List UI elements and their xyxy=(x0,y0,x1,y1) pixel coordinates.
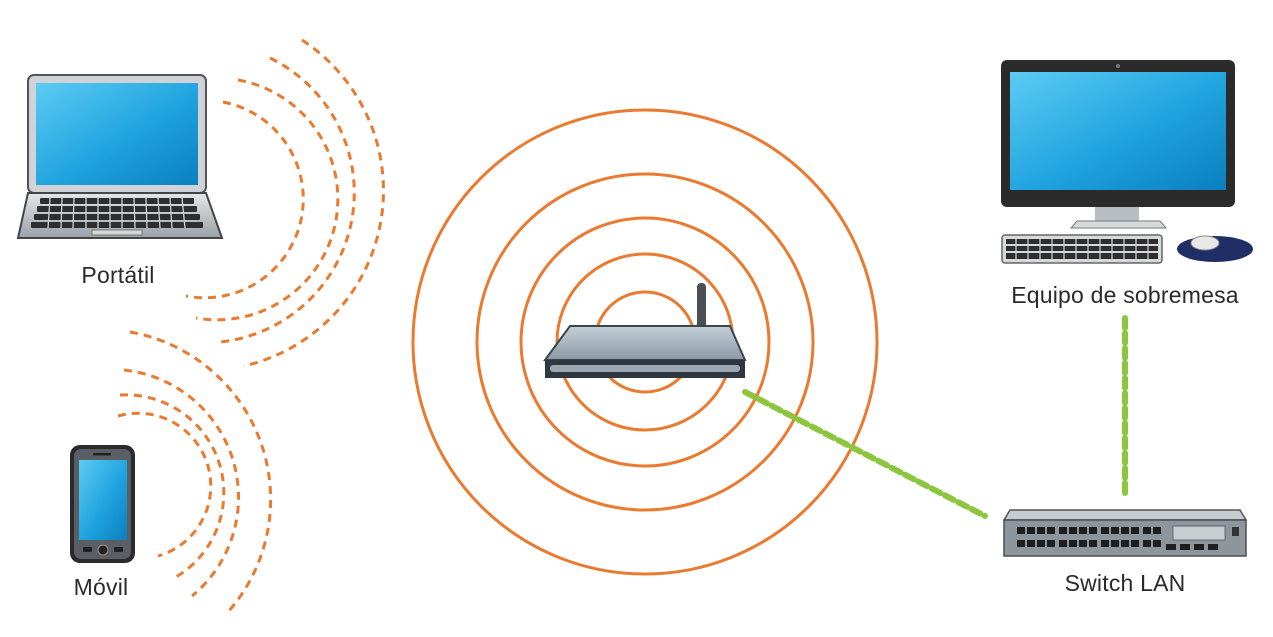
wifi-router-icon xyxy=(543,283,747,378)
router-to-switch-cable xyxy=(742,389,988,519)
desktop-computer-icon xyxy=(1001,60,1253,264)
phone-wifi-waves xyxy=(117,330,273,613)
laptop-icon xyxy=(16,74,224,239)
wifi-ring-4 xyxy=(475,172,815,512)
wifi-ring-3 xyxy=(519,216,771,468)
phone-label: Móvil xyxy=(73,574,129,600)
wifi-ring-5 xyxy=(411,108,879,576)
laptop-wifi-waves xyxy=(185,38,385,368)
network-switch-icon xyxy=(1002,509,1248,557)
desktop-label: Equipo de sobremesa xyxy=(1011,282,1239,308)
switch-label: Switch LAN xyxy=(1064,570,1186,596)
wired-links xyxy=(742,315,1128,519)
wifi-signal-rings xyxy=(411,108,879,576)
laptop-label: Portátil xyxy=(81,262,155,288)
smartphone-icon xyxy=(70,445,135,563)
